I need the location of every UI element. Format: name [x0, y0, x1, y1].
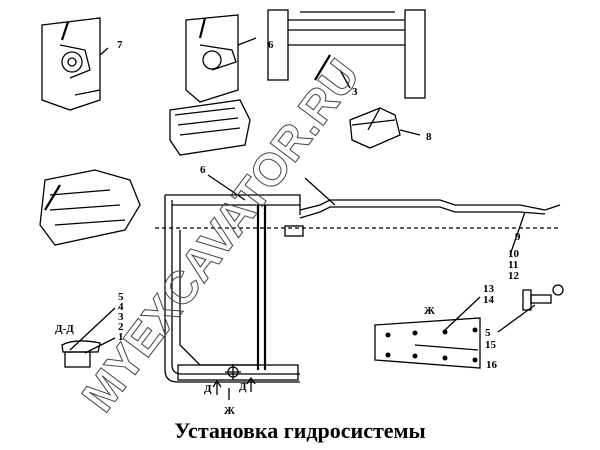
frame-top-view	[267, 9, 426, 99]
section-label-d-left: Д	[204, 383, 212, 395]
callout-16: 16	[486, 359, 498, 371]
callout-4-left: 4	[118, 301, 124, 313]
callout-12: 12	[508, 270, 520, 282]
callout-13: 13	[483, 283, 495, 295]
section-arrows	[212, 364, 256, 400]
callout-7: 7	[117, 39, 123, 51]
callout-8: 8	[426, 131, 432, 143]
callout-15: 15	[485, 339, 497, 351]
detail-view-7	[41, 17, 109, 111]
section-label-d-right: Д	[239, 381, 247, 393]
diagram-title: Установка гидросистемы	[174, 418, 426, 443]
callout-11: 11	[508, 259, 518, 271]
callout-3-left: 3	[118, 311, 124, 323]
view-arrow-label-zh: Ж	[224, 405, 235, 417]
view-label-zh: Ж	[424, 305, 435, 317]
section-dd-detail	[61, 307, 116, 368]
callout-1-left: 1	[118, 331, 124, 343]
callout-2-left: 2	[118, 321, 124, 333]
callout-14: 14	[483, 294, 495, 306]
main-frame	[155, 194, 561, 383]
callout-6-main: 6	[200, 164, 206, 176]
detail-view-left	[39, 169, 141, 246]
callout-5-right: 5	[485, 327, 491, 339]
detail-view-6	[185, 14, 257, 103]
callout-5-left: 5	[118, 291, 124, 303]
detail-fitting	[497, 284, 564, 333]
detail-bracket	[169, 99, 251, 156]
callout-10: 10	[508, 248, 520, 260]
section-label-dd: Д-Д	[55, 323, 74, 335]
callout-9: 9	[515, 231, 521, 243]
detail-view-8	[349, 107, 421, 149]
callout-3: 3	[352, 86, 358, 98]
plate-view-zh	[374, 296, 481, 369]
callout-6-top: 6	[268, 39, 274, 51]
